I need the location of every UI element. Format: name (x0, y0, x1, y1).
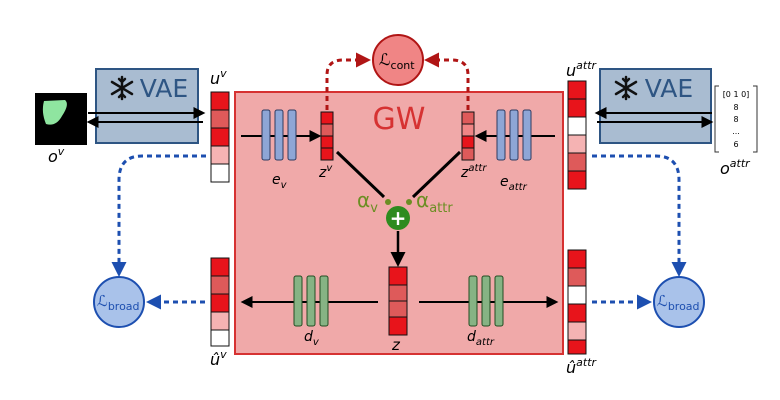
u-v-vector (210, 91, 230, 183)
gw-title: GW (373, 102, 426, 137)
alpha-attr-label: αattr (416, 188, 453, 216)
l-cont-label: ℒcont (379, 50, 415, 72)
l-broad-right-label: ℒbroad (657, 292, 700, 313)
z-v-vector (320, 111, 334, 161)
vae-left-label: VAE (140, 74, 188, 103)
z-v-label: zv (318, 163, 333, 181)
z-label: z (391, 336, 401, 354)
u-hat-v-vector (210, 257, 230, 347)
fusion-plus-node (386, 206, 410, 230)
green-shape (42, 100, 67, 125)
d-v-label: dv (304, 329, 320, 348)
vae-right-label: VAE (645, 74, 693, 103)
attribute-vector: [0 1 0] 8 8 ... 6 (714, 85, 758, 153)
u-v-label: uv (210, 67, 227, 88)
l-cont-arrow-right (424, 52, 470, 110)
attr-vector-row: 6 (733, 140, 738, 149)
alpha-v-label: αv (357, 188, 378, 216)
l-cont-node (372, 34, 424, 86)
z-vector (388, 266, 408, 336)
fusion-line-v (335, 150, 386, 199)
alpha-attr-dot (406, 199, 412, 205)
snowflake-icon-right (614, 75, 638, 101)
e-attr-label: eattr (500, 174, 528, 193)
u-hat-v-label: ûv (210, 348, 227, 369)
vae-right-box (599, 68, 712, 144)
u-hat-attr-label: ûattr (566, 356, 598, 377)
snowflake-icon-left (110, 75, 134, 101)
decoder-attr-block (468, 275, 504, 327)
l-broad-right-node (653, 276, 705, 328)
u-hat-attr-vector (567, 249, 587, 355)
u-attr-label: uattr (566, 59, 598, 80)
attr-vector-row: 8 (733, 115, 738, 124)
plus-icon: + (390, 206, 407, 230)
decoder-v-block (293, 275, 329, 327)
o-attr-label: oattr (720, 157, 751, 178)
z-attr-label: zattr (460, 163, 487, 181)
e-v-label: ev (272, 172, 288, 191)
l-broad-left-node (93, 276, 145, 328)
l-broad-left-label: ℒbroad (97, 292, 140, 313)
l-broad-left-arrow-top (111, 154, 206, 277)
u-attr-vector (567, 80, 587, 190)
encoder-attr-block (496, 109, 532, 161)
l-broad-right-arrow-top (592, 154, 687, 277)
l-cont-arrow-left (325, 52, 371, 110)
alpha-v-dot (385, 199, 391, 205)
fusion-line-attr (411, 150, 462, 199)
attr-vector-row: ... (732, 127, 740, 136)
d-attr-label: dattr (467, 329, 495, 348)
attr-vector-row: [0 1 0] (723, 90, 750, 99)
attr-vector-row: 8 (733, 103, 738, 112)
encoder-v-block (261, 109, 297, 161)
o-v-label: ov (48, 145, 65, 166)
z-attr-vector (461, 111, 475, 161)
